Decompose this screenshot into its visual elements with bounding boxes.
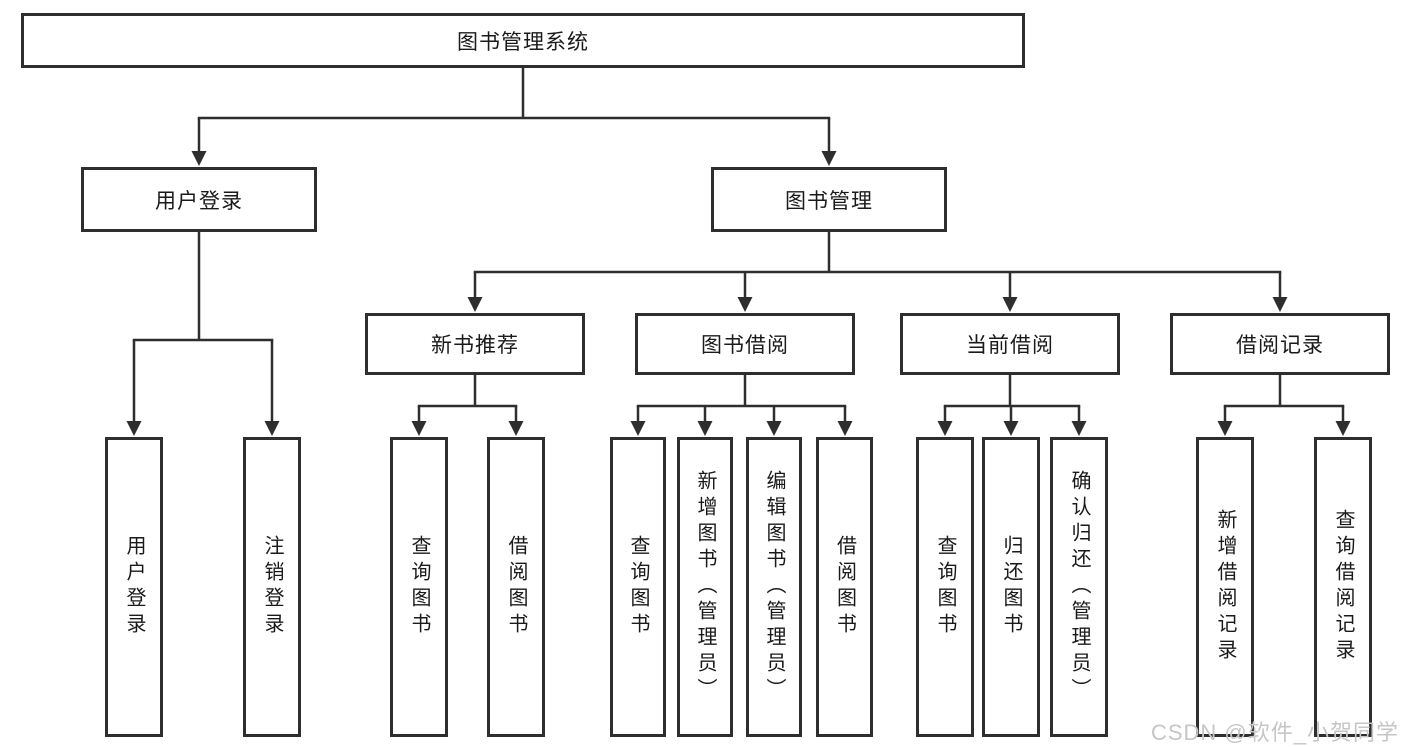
node-borrowing-records: 借阅记录 xyxy=(1170,313,1390,375)
leaf-add-borrow-record: 新增借阅记录 xyxy=(1196,437,1254,737)
csdn-watermark: CSDN @软件_小贺同学 xyxy=(1150,720,1399,745)
leaf-search-books-current: 查询图书 xyxy=(916,437,974,737)
leaf-search-books-recommend: 查询图书 xyxy=(390,437,448,737)
node-current-borrowing: 当前借阅 xyxy=(900,313,1120,375)
leaf-search-borrow-record: 查询借阅记录 xyxy=(1314,437,1372,737)
edges-book-borrowing xyxy=(630,375,853,436)
edges-root xyxy=(191,68,837,166)
node-library-system: 图书管理系统 xyxy=(21,13,1025,68)
edges-book-management xyxy=(467,232,1288,312)
leaf-add-book-admin: 新增图书（管理员） xyxy=(677,437,733,737)
node-book-borrowing: 图书借阅 xyxy=(635,313,855,375)
node-user-login: 用户登录 xyxy=(81,167,317,232)
edges-new-book-recommendation xyxy=(411,375,524,436)
leaf-user-login: 用户登录 xyxy=(105,437,163,737)
leaf-edit-book-admin: 编辑图书（管理员） xyxy=(746,437,802,737)
leaf-borrow-books-recommend: 借阅图书 xyxy=(487,437,545,737)
edges-borrowing-records xyxy=(1217,375,1351,436)
leaf-return-book: 归还图书 xyxy=(982,437,1040,737)
leaf-logout: 注销登录 xyxy=(243,437,301,737)
leaf-search-books-borrow: 查询图书 xyxy=(610,437,666,737)
node-book-management: 图书管理 xyxy=(711,167,947,232)
leaf-borrow-books: 借阅图书 xyxy=(816,437,873,737)
node-new-book-recommendation: 新书推荐 xyxy=(365,313,585,375)
leaf-confirm-return-admin: 确认归还（管理员） xyxy=(1050,437,1108,737)
edges-user-login xyxy=(126,232,280,436)
edges-current-borrowing xyxy=(937,375,1087,436)
